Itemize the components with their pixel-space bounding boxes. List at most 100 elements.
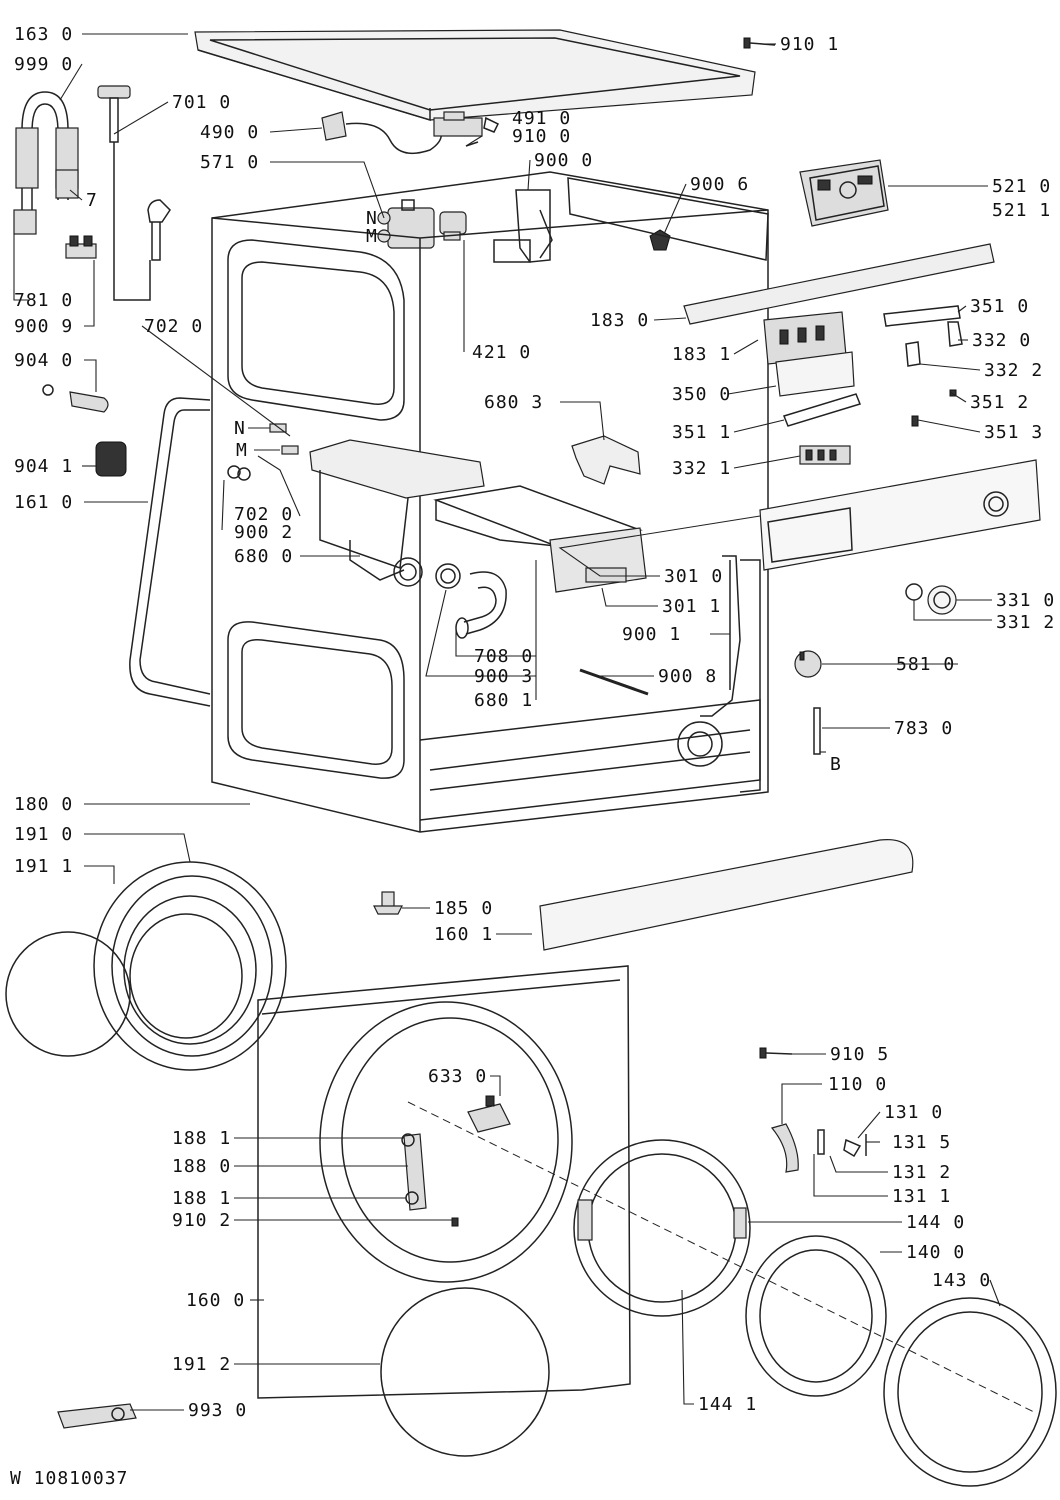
label-188-1-b: 188 1	[172, 1188, 231, 1209]
main-board-part	[799, 159, 889, 227]
label-900-9: 900 9	[14, 316, 73, 337]
label-904-1: 904 1	[14, 456, 73, 477]
label-633-0: 633 0	[428, 1066, 487, 1087]
power-cord-part	[321, 111, 500, 155]
label-680-3: 680 3	[484, 392, 543, 413]
door-gasket-part	[5, 861, 287, 1071]
label-131-2: 131 2	[892, 1162, 951, 1183]
label-n-mid: N	[234, 418, 246, 439]
label-143-0: 143 0	[932, 1270, 991, 1291]
key-module-part	[763, 311, 847, 365]
label-701-0: 701 0	[172, 92, 231, 113]
label-110-0: 110 0	[828, 1074, 887, 1095]
sump-hose-part	[435, 563, 507, 639]
inlet-valve-part	[377, 199, 435, 249]
label-185-0: 185 0	[434, 898, 493, 919]
label-680-1: 680 1	[474, 690, 533, 711]
label-7: 7	[86, 190, 98, 211]
control-panel-part	[759, 459, 1041, 571]
door-frame-part	[573, 1139, 751, 1317]
inlet-hose-part	[97, 85, 151, 301]
label-702-0-top: 702 0	[144, 316, 203, 337]
detergent-dispenser-part	[309, 439, 485, 587]
label-183-0: 183 0	[590, 310, 649, 331]
label-332-1: 332 1	[672, 458, 731, 479]
label-999-0: 999 0	[14, 54, 73, 75]
screw-part	[743, 37, 776, 49]
label-332-2: 332 2	[984, 360, 1043, 381]
label-900-8: 900 8	[658, 666, 717, 687]
label-180-0: 180 0	[14, 794, 73, 815]
callout-labels: 163 0 999 0 701 0 490 0 491 0 910 0 910 …	[14, 24, 1055, 1421]
label-332-0: 332 0	[972, 330, 1031, 351]
label-191-1: 191 1	[14, 856, 73, 877]
label-708-0: 708 0	[474, 646, 533, 667]
lever-part	[905, 321, 963, 367]
label-910-0: 910 0	[512, 126, 571, 147]
light-guide-part	[783, 393, 861, 427]
label-910-2: 910 2	[172, 1210, 231, 1231]
hinge-part	[401, 1133, 427, 1211]
label-900-0: 900 0	[534, 150, 593, 171]
clip-part	[649, 229, 671, 251]
label-183-1: 183 1	[672, 344, 731, 365]
filter-part	[42, 384, 109, 413]
label-521-0: 521 0	[992, 176, 1051, 197]
door-lock-part	[467, 1095, 511, 1133]
inlet-elbow-part	[147, 199, 171, 261]
label-160-1: 160 1	[434, 924, 493, 945]
label-163-0: 163 0	[14, 24, 73, 45]
front-panel-part	[257, 965, 1035, 1457]
handle-small-parts	[817, 1129, 867, 1158]
label-702-0-mid: 702 0	[234, 504, 293, 525]
label-131-5: 131 5	[892, 1132, 951, 1153]
label-421-0: 421 0	[472, 342, 531, 363]
label-900-2: 900 2	[234, 522, 293, 543]
diagram-code: W 10810037	[10, 1468, 129, 1489]
label-490-0: 490 0	[200, 122, 259, 143]
label-900-3: 900 3	[474, 666, 533, 687]
label-351-1: 351 1	[672, 422, 731, 443]
button-set-part	[799, 445, 851, 465]
label-783-0: 783 0	[894, 718, 953, 739]
drain-hose-part	[13, 91, 79, 235]
label-491-0: 491 0	[512, 108, 571, 129]
label-161-0: 161 0	[14, 492, 73, 513]
label-191-0: 191 0	[14, 824, 73, 845]
label-900-6: 900 6	[690, 174, 749, 195]
label-131-1: 131 1	[892, 1186, 951, 1207]
label-351-2: 351 2	[970, 392, 1029, 413]
leader-lines	[13, 33, 1001, 1411]
label-680-0: 680 0	[234, 546, 293, 567]
control-panel-top-part	[683, 243, 995, 325]
label-n-top: N	[366, 208, 378, 229]
label-350-0: 350 0	[672, 384, 731, 405]
door-glass-part	[745, 1235, 887, 1397]
label-b: B	[830, 754, 842, 775]
label-910-1: 910 1	[780, 34, 839, 55]
door-handle-part	[770, 1123, 799, 1173]
label-m-top: M	[366, 226, 378, 247]
label-781-0: 781 0	[14, 290, 73, 311]
foot-part	[373, 891, 403, 915]
label-191-2: 191 2	[172, 1354, 231, 1375]
label-301-1: 301 1	[662, 596, 721, 617]
display-board-part	[775, 351, 855, 397]
label-910-5: 910 5	[830, 1044, 889, 1065]
bracket-part	[493, 189, 553, 263]
label-144-1: 144 1	[698, 1394, 757, 1415]
wire-harness-part	[700, 555, 741, 717]
pressure-tube-part	[813, 707, 821, 755]
led-strip-part	[883, 305, 961, 327]
label-188-0: 188 0	[172, 1156, 231, 1177]
label-160-0: 160 0	[186, 1290, 245, 1311]
label-301-0: 301 0	[664, 566, 723, 587]
label-581-0: 581 0	[896, 654, 955, 675]
kickplate-part	[539, 839, 914, 951]
label-351-0: 351 0	[970, 296, 1029, 317]
label-351-3: 351 3	[984, 422, 1043, 443]
pressure-switch-581-part	[794, 650, 822, 678]
label-331-2: 331 2	[996, 612, 1055, 633]
label-993-0: 993 0	[188, 1400, 247, 1421]
